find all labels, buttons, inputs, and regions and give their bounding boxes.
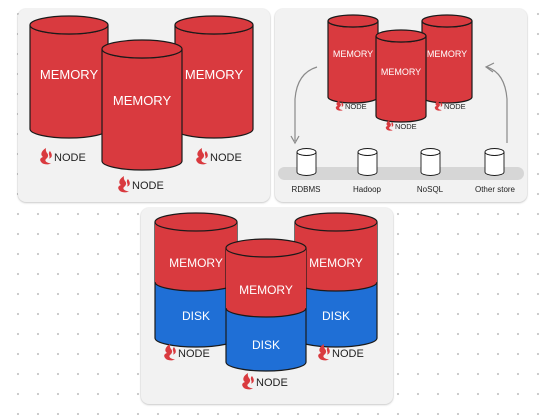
- database-icon: [296, 148, 317, 176]
- memory-label-left: MEMORY: [333, 49, 373, 59]
- storage-shelf: [278, 167, 524, 180]
- flame-logo-icon: [164, 344, 176, 361]
- memory-disk-cylinder-center: [225, 238, 307, 372]
- memory-cylinder-right: [174, 15, 254, 139]
- flame-logo-icon: [196, 148, 208, 165]
- memory-label-right: MEMORY: [427, 49, 467, 59]
- store-label-nosql: NoSQL: [417, 185, 444, 194]
- memory-label-center: MEMORY: [113, 93, 172, 108]
- store-label-rdbms: RDBMS: [292, 185, 321, 194]
- cluster-with-stores-diagram: MEMORY MEMORY MEMORY NODE NODE NODE RDBM…: [278, 14, 524, 194]
- node-label-center: NODE: [132, 180, 164, 192]
- curved-arrow-icon: [484, 62, 508, 143]
- store-label-hadoop: Hadoop: [353, 185, 382, 194]
- memory-disk-cluster-panel: MEMORY DISK MEMORY DISK MEMORY DISK NODE…: [141, 208, 393, 404]
- node-label-left: NODE: [178, 348, 210, 360]
- disk-label-center: DISK: [252, 338, 280, 352]
- flame-logo-icon: [40, 148, 52, 165]
- memory-label-center: MEMORY: [381, 67, 421, 77]
- flame-logo-icon: [242, 373, 254, 390]
- node-label-left: NODE: [54, 152, 86, 164]
- node-label-right: NODE: [210, 152, 242, 164]
- memory-cylinder-left: [327, 14, 379, 104]
- memory-label-center: MEMORY: [239, 283, 293, 297]
- memory-disk-cylinder-left: [154, 212, 238, 348]
- node-label-center: NODE: [256, 377, 288, 389]
- flame-logo-icon: [434, 100, 443, 111]
- in-memory-cluster-diagram: MEMORY MEMORY MEMORY NODE NODE NODE: [29, 15, 254, 193]
- memory-disk-cluster-diagram: MEMORY DISK MEMORY DISK MEMORY DISK NODE…: [154, 212, 378, 390]
- memory-label-left: MEMORY: [40, 67, 99, 82]
- flame-logo-icon: [318, 344, 330, 361]
- memory-disk-cylinder-right: [294, 212, 378, 348]
- database-icon: [357, 148, 378, 176]
- curved-arrow-icon: [290, 66, 318, 145]
- in-memory-cluster-panel: MEMORY MEMORY MEMORY NODE NODE NODE: [18, 9, 270, 202]
- flame-logo-icon: [385, 120, 394, 131]
- memory-label-right: MEMORY: [309, 256, 363, 270]
- memory-cylinder-right: [421, 14, 473, 104]
- memory-label-right: MEMORY: [185, 67, 244, 82]
- memory-cylinder-center: [101, 39, 183, 171]
- node-label-center: NODE: [395, 122, 417, 131]
- node-label-left: NODE: [345, 102, 367, 111]
- database-icon: [420, 148, 441, 176]
- disk-label-right: DISK: [322, 309, 350, 323]
- node-label-right: NODE: [332, 348, 364, 360]
- cluster-with-stores-panel: MEMORY MEMORY MEMORY NODE NODE NODE RDBM…: [275, 9, 527, 202]
- memory-label-left: MEMORY: [169, 256, 223, 270]
- flame-logo-icon: [335, 100, 344, 111]
- node-label-right: NODE: [444, 102, 466, 111]
- disk-label-left: DISK: [182, 309, 210, 323]
- database-icon: [484, 148, 505, 176]
- store-label-other: Other store: [475, 185, 516, 194]
- memory-cylinder-center: [375, 29, 427, 123]
- memory-cylinder-left: [29, 15, 109, 139]
- flame-logo-icon: [118, 176, 130, 193]
